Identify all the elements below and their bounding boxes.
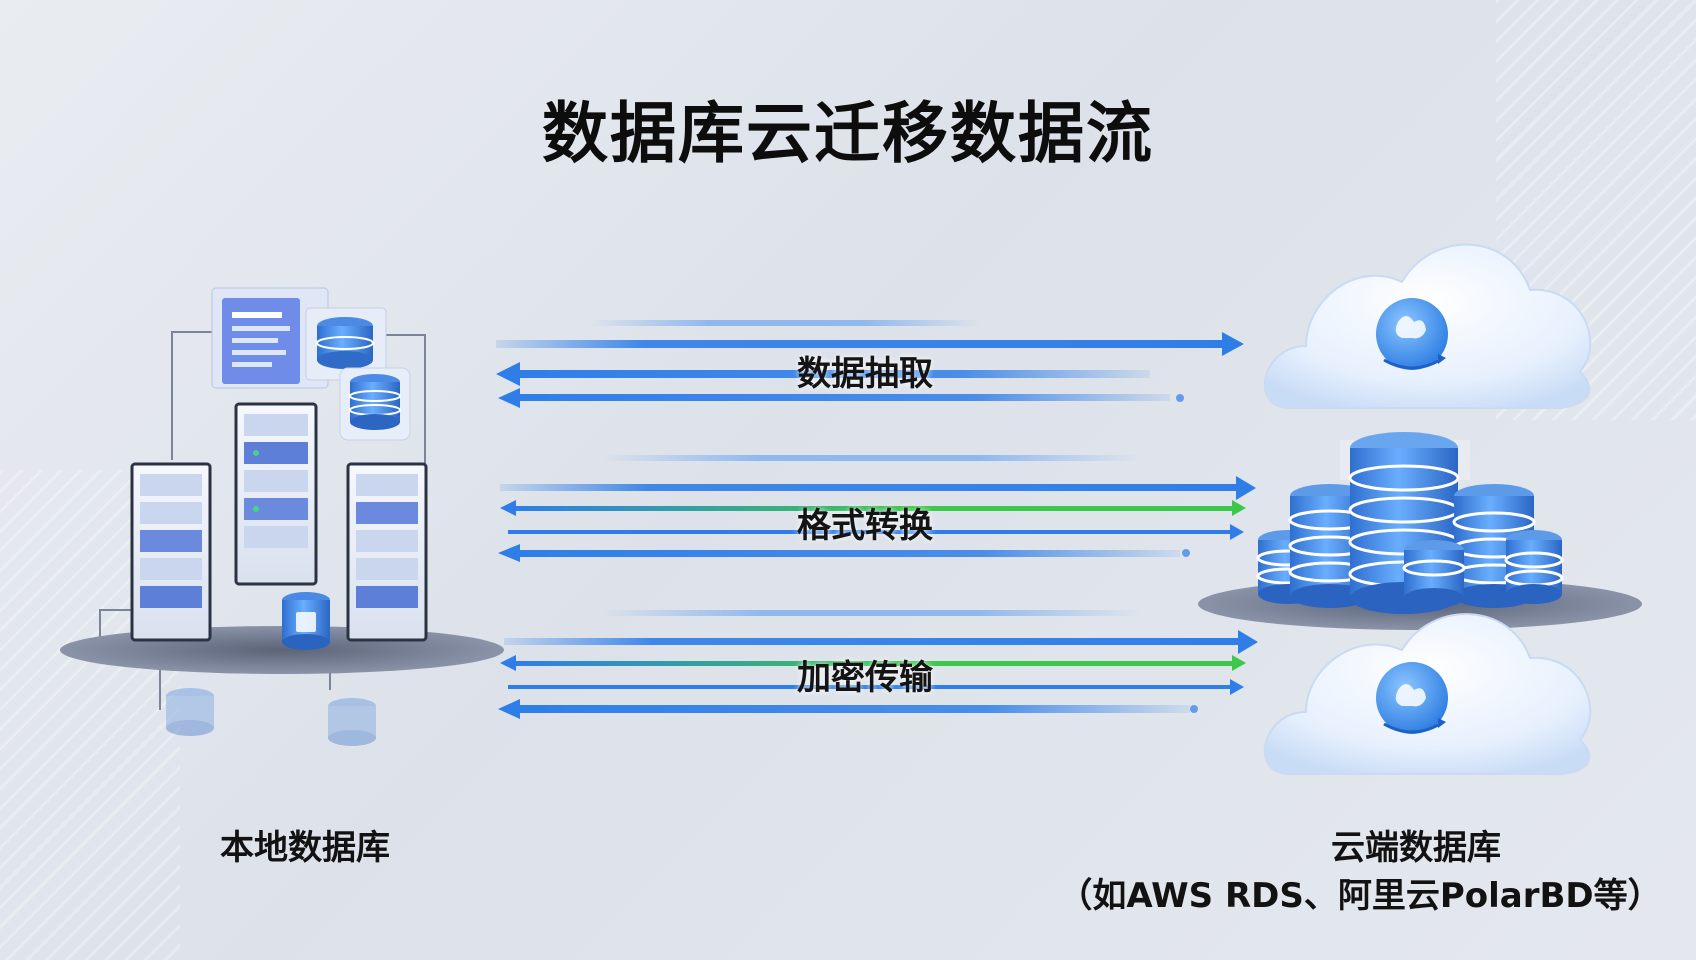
arrow-left-1 [520, 370, 1150, 378]
small-database-icon [282, 592, 330, 650]
target-sublabel: （如AWS RDS、阿里云PolarBD等） [1058, 876, 1662, 916]
source-label: 本地数据库 [220, 828, 390, 868]
document-panel-icon [211, 287, 329, 389]
page-title: 数据库云迁移数据流 [542, 95, 1154, 172]
server-rack-right [346, 462, 428, 642]
target-label: 云端数据库 [1331, 828, 1501, 868]
database-cylinder-icon [339, 367, 411, 441]
step-label-encryption: 加密传输 [797, 658, 933, 698]
arrow-green-1 [516, 506, 1236, 511]
cloud-database-illustration [1198, 243, 1642, 776]
top-cloud-icon [1263, 243, 1592, 410]
arrow-right-1 [496, 340, 1226, 348]
bottom-cloud-icon [1263, 613, 1592, 776]
arrow-green-2 [516, 661, 1236, 666]
cloud-database-cluster [1256, 432, 1564, 614]
backup-database-icon [166, 688, 214, 736]
step-label-conversion: 格式转换 [797, 506, 933, 546]
archive-database-icon [328, 698, 376, 746]
local-database-illustration [60, 287, 504, 746]
step-label-extraction: 数据抽取 [797, 354, 933, 394]
server-rack-center [234, 402, 318, 586]
flow-arrows [496, 320, 1258, 719]
server-rack-left [130, 462, 212, 642]
